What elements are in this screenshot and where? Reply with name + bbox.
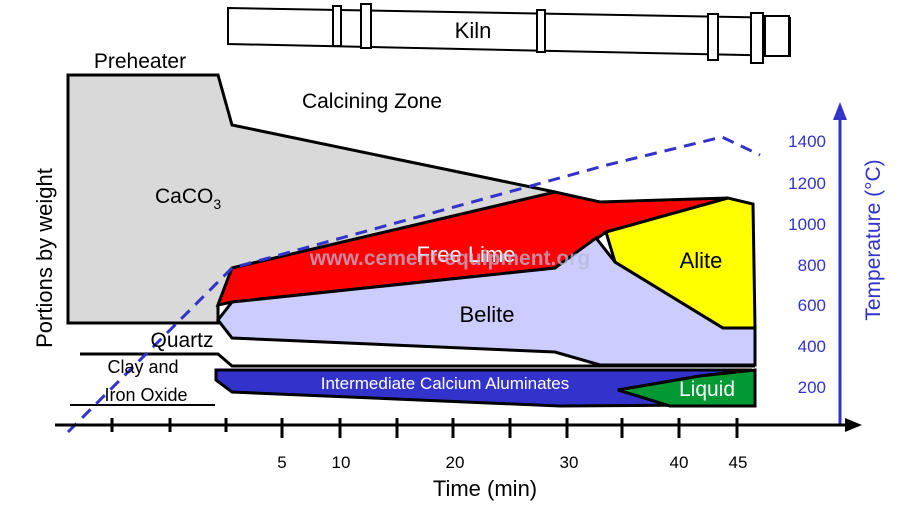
kiln-ring-3 (536, 9, 546, 53)
time-axis: 5 10 20 30 40 45 Time (min) (55, 418, 862, 501)
free-lime-label: Free Lime (416, 242, 515, 267)
time-tick-label: 45 (729, 453, 748, 472)
kiln-ring-1 (332, 5, 342, 47)
temperature-axis-label: Temperature (°C) (862, 159, 885, 320)
aluminates-label: Intermediate Calcium Aluminates (321, 374, 570, 393)
quartz-label: Quartz (150, 329, 213, 352)
temperature-tick-label: 200 (798, 378, 826, 397)
liquid-label: Liquid (679, 378, 735, 401)
kiln-drawing: Kiln (227, 3, 791, 64)
kiln-ring-5 (750, 12, 764, 64)
temperature-tick-label: 1200 (788, 174, 826, 193)
alite-label: Alite (680, 248, 723, 273)
time-tick-label: 40 (670, 453, 689, 472)
clay-boundary-line (80, 352, 755, 368)
temperature-tick-label: 400 (798, 337, 826, 356)
time-tick-label: 10 (332, 453, 351, 472)
alite-region (604, 196, 757, 330)
clay-label-line2: Iron Oxide (104, 385, 187, 405)
time-tick-label: 20 (446, 453, 465, 472)
calcining-zone-label: Calcining Zone (302, 90, 442, 113)
temperature-axis-arrow (833, 102, 847, 120)
time-axis-label: Time (min) (433, 476, 537, 501)
time-axis-arrow (845, 418, 862, 432)
watermark: www.cement-equipment.org (309, 247, 590, 270)
temperature-tick-label: 1000 (788, 215, 826, 234)
kiln-ring-6 (764, 15, 790, 57)
clay-label-line1: Clay and (107, 357, 178, 377)
portions-axis-label: Portions by weight (32, 168, 57, 348)
belite-label: Belite (459, 302, 514, 327)
temperature-axis: 1400 1200 1000 800 600 400 200 Temperatu… (788, 102, 885, 425)
preheater-label: Preheater (94, 50, 186, 73)
liquid-region (617, 368, 757, 408)
temperature-curve (66, 135, 761, 434)
kiln-ring-4 (707, 13, 719, 61)
time-tick-label: 5 (277, 453, 286, 472)
kiln-label: Kiln (455, 18, 492, 43)
belite-region (216, 235, 757, 367)
kiln-body (227, 6, 791, 58)
temperature-tick-label: 800 (798, 256, 826, 275)
time-tick-label: 30 (560, 453, 579, 472)
caco3-label: CaCO3 (155, 185, 221, 212)
temperature-tick-label: 1400 (788, 132, 826, 151)
temperature-tick-label: 600 (798, 296, 826, 315)
kiln-ring-2 (360, 3, 372, 49)
